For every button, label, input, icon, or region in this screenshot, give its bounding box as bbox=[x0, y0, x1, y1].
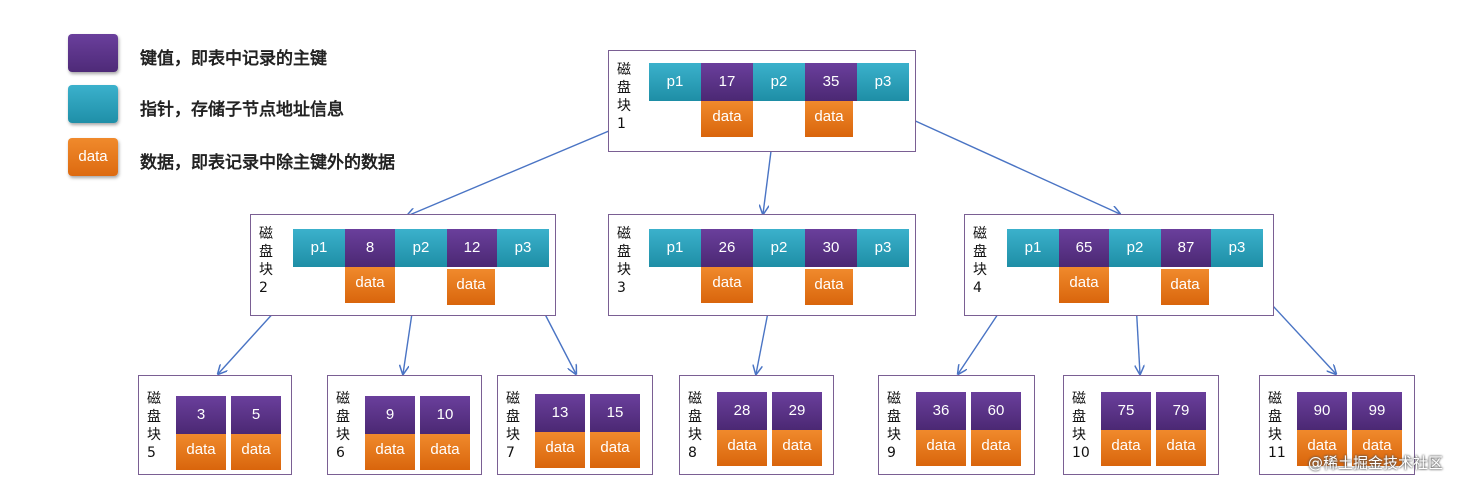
data-cell: data bbox=[1156, 430, 1206, 466]
key-cell: 10 bbox=[420, 396, 470, 434]
data-cell: data bbox=[535, 432, 585, 468]
data-cell: data bbox=[365, 434, 415, 470]
key-cell: 90 bbox=[1297, 392, 1347, 430]
pointer-cell: p2 bbox=[1109, 229, 1161, 267]
data-cell: data bbox=[805, 101, 853, 137]
data-cell: data bbox=[971, 430, 1021, 466]
data-cell: data bbox=[1297, 430, 1347, 466]
pointer-cell: p1 bbox=[649, 63, 701, 101]
pointer-cell: p3 bbox=[857, 229, 909, 267]
legend-key-text: 键值，即表中记录的主键 bbox=[140, 49, 327, 69]
key-cell: 15 bbox=[590, 394, 640, 432]
data-cell: data bbox=[717, 430, 767, 466]
key-cell: 60 bbox=[971, 392, 1021, 430]
key-cell: 65 bbox=[1059, 229, 1109, 267]
key-cell: 30 bbox=[805, 229, 857, 267]
data-cell: data bbox=[345, 267, 395, 303]
key-cell: 36 bbox=[916, 392, 966, 430]
data-cell: data bbox=[231, 434, 281, 470]
data-cell: data bbox=[1059, 267, 1109, 303]
data-cell: data bbox=[590, 432, 640, 468]
key-cell: 8 bbox=[345, 229, 395, 267]
data-cell: data bbox=[1161, 269, 1209, 305]
key-cell: 12 bbox=[447, 229, 497, 267]
data-cell: data bbox=[176, 434, 226, 470]
pointer-cell: p2 bbox=[395, 229, 447, 267]
data-cell: data bbox=[701, 101, 753, 137]
key-cell: 9 bbox=[365, 396, 415, 434]
data-cell: data bbox=[701, 267, 753, 303]
pointer-cell: p2 bbox=[753, 63, 805, 101]
pointer-cell: p1 bbox=[1007, 229, 1059, 267]
key-cell: 79 bbox=[1156, 392, 1206, 430]
data-cell: data bbox=[805, 269, 853, 305]
key-cell: 87 bbox=[1161, 229, 1211, 267]
key-cell: 5 bbox=[231, 396, 281, 434]
legend-data-text: 数据，即表记录中除主键外的数据 bbox=[140, 153, 395, 173]
pointer-cell: p1 bbox=[293, 229, 345, 267]
pointer-cell: p3 bbox=[1211, 229, 1263, 267]
data-cell: data bbox=[420, 434, 470, 470]
legend-key-swatch bbox=[68, 34, 118, 72]
data-cell: data bbox=[1352, 430, 1402, 466]
pointer-cell: p2 bbox=[753, 229, 805, 267]
data-cell: data bbox=[772, 430, 822, 466]
arrow-b1-p3 bbox=[877, 103, 1120, 214]
key-cell: 3 bbox=[176, 396, 226, 434]
key-cell: 17 bbox=[701, 63, 753, 101]
legend-data-swatch: data bbox=[68, 138, 118, 176]
legend-pointer-swatch bbox=[68, 85, 118, 123]
key-cell: 29 bbox=[772, 392, 822, 430]
legend-pointer-text: 指针，存储子节点地址信息 bbox=[140, 100, 344, 120]
pointer-cell: p3 bbox=[857, 63, 909, 101]
key-cell: 13 bbox=[535, 394, 585, 432]
data-cell: data bbox=[447, 269, 495, 305]
key-cell: 99 bbox=[1352, 392, 1402, 430]
watermark: @稀土掘金技术社区 bbox=[1308, 454, 1444, 472]
pointer-cell: p1 bbox=[649, 229, 701, 267]
key-cell: 28 bbox=[717, 392, 767, 430]
data-cell: data bbox=[916, 430, 966, 466]
data-cell: data bbox=[1101, 430, 1151, 466]
key-cell: 35 bbox=[805, 63, 857, 101]
key-cell: 75 bbox=[1101, 392, 1151, 430]
pointer-cell: p3 bbox=[497, 229, 549, 267]
key-cell: 26 bbox=[701, 229, 753, 267]
